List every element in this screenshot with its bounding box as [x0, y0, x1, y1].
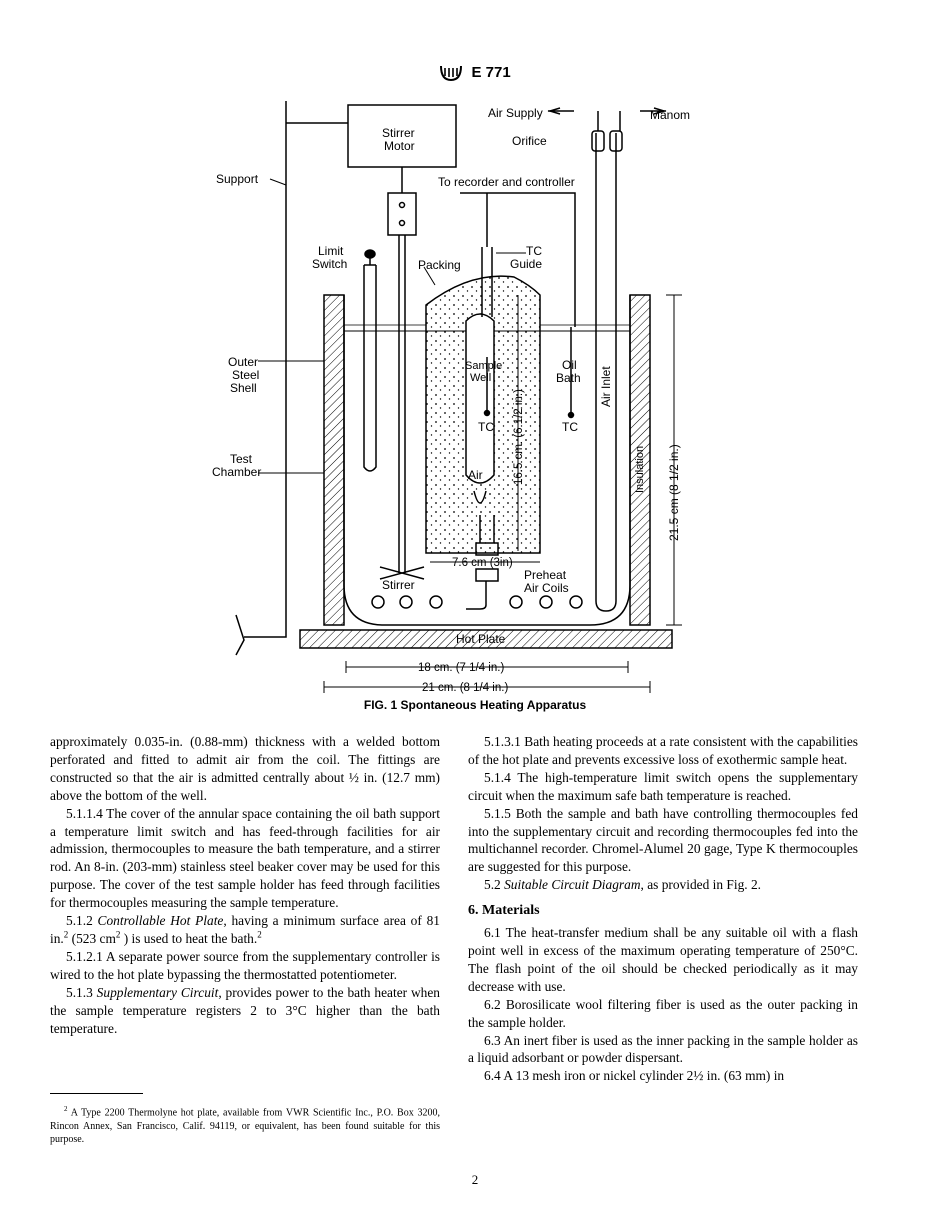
label-dim-76: 7.6 cm (3in) [452, 557, 513, 569]
label-sample-well: Sample [465, 360, 502, 372]
dim-21 [323, 681, 651, 693]
paragraph: 5.1.5 Both the sample and bath have cont… [468, 805, 858, 875]
label-preheat-2: Air Coils [524, 581, 569, 595]
left-column: approximately 0.035-in. (0.88-mm) thickn… [50, 733, 440, 1037]
limit-switch-tube [363, 265, 377, 472]
label-test-chamber-2: Chamber [212, 465, 261, 479]
label-tc-guide-2: Guide [510, 257, 542, 271]
label-dim-215: 21.5 cm (8 1/2 in.) [667, 444, 681, 541]
page-header: E 771 [0, 64, 950, 82]
paragraph: 5.1.2.1 A separate power source from the… [50, 948, 440, 982]
label-air-supply: Air Supply [488, 106, 543, 120]
apparatus-diagram: Air Supply Manom Orifice Stirrer Motor S… [212, 101, 690, 694]
label-packing: Packing [418, 258, 461, 272]
label-hot-plate: Hot Plate [456, 632, 506, 646]
paragraph: 6.1 The heat-transfer medium shall be an… [468, 925, 858, 994]
air-inlet-tube [595, 133, 617, 612]
paragraph: 6.2 Borosilicate wool filtering fiber is… [468, 996, 858, 1030]
label-outer-shell: Outer [228, 355, 258, 369]
standard-designation: E 771 [471, 64, 511, 81]
paragraph: 6.3 An inert fiber is used as the inner … [468, 1032, 858, 1066]
orifice-right [609, 130, 623, 152]
label-limit-switch-2: Switch [312, 257, 347, 271]
paragraph: 5.1.4 The high-temperature limit switch … [468, 769, 858, 803]
paragraph: 5.1.3 Supplementary Circuit, provides po… [50, 984, 440, 1036]
label-sample-well-2: Well [470, 372, 491, 384]
label-test-chamber: Test [230, 452, 253, 466]
orifice-left [591, 130, 605, 152]
preheat-air-coils [371, 595, 583, 609]
stirrer-rod [398, 235, 406, 573]
label-dim-21: 21 cm. (8 1/4 in.) [422, 682, 508, 694]
support-post [244, 101, 287, 638]
right-column: 5.1.3.1 Bath heating proceeds at a rate … [468, 733, 858, 1085]
sample-well [465, 313, 495, 484]
label-manom: Manom [650, 108, 690, 122]
tc-guide [481, 247, 493, 317]
label-dim-18: 18 cm. (7 1/4 in.) [418, 662, 504, 674]
label-tc-sample: TC [478, 420, 494, 434]
footnote: 2 A Type 2200 Thermolyne hot plate, avai… [50, 1105, 440, 1146]
label-orifice: Orifice [512, 134, 547, 148]
paragraph: 5.1.1.4 The cover of the annular space c… [50, 805, 440, 911]
label-tc-bath: TC [562, 420, 578, 434]
dim-18 [345, 661, 629, 673]
label-stirrer-motor: Stirrer [382, 126, 415, 140]
section-heading: 6. Materials [468, 903, 540, 919]
label-preheat: Preheat [524, 568, 567, 582]
paragraph: 5.1.2 Controllable Hot Plate, having a m… [50, 913, 440, 946]
label-stirrer: Stirrer [382, 578, 415, 592]
label-outer-shell-3: Shell [230, 381, 257, 395]
label-oil-bath: Oil [562, 358, 577, 372]
label-oil-bath-2: Bath [556, 371, 581, 385]
stirrer-coupling [387, 192, 417, 236]
footnote-rule [50, 1093, 143, 1094]
label-to-recorder: To recorder and controller [438, 175, 575, 189]
astm-logo-icon [440, 66, 463, 82]
insulation-left [323, 294, 345, 626]
footnote-ref: 2 [257, 929, 262, 940]
label-limit-switch: Limit [318, 244, 344, 258]
figure-caption: FIG. 1 Spontaneous Heating Apparatus [363, 698, 587, 712]
label-support: Support [216, 172, 259, 186]
label-stirrer-motor-2: Motor [384, 139, 415, 153]
label-insulation: Insulation [634, 446, 646, 493]
label-air: Air [468, 468, 483, 482]
stirrer-blade [379, 566, 425, 580]
air-fitting [475, 542, 499, 556]
figure-apparatus-diagram: Air Supply Manom Orifice Stirrer Motor S… [200, 95, 720, 700]
paragraph: approximately 0.035-in. (0.88-mm) thickn… [50, 734, 440, 803]
page-number: 2 [471, 1172, 479, 1187]
label-outer-shell-2: Steel [232, 368, 259, 382]
outer-steel-shell [343, 295, 631, 626]
paragraph: 5.1.3.1 Bath heating proceeds at a rate … [468, 734, 858, 767]
label-dim-165: 16.5 cm. (6 1/2 in.) [513, 389, 525, 485]
hot-plate [299, 629, 673, 649]
label-air-inlet: Air Inlet [599, 366, 613, 407]
paragraph: 6.4 A 13 mesh iron or nickel cylinder 2½… [484, 1068, 785, 1084]
paragraph: 5.2 Suitable Circuit Diagram, as provide… [484, 877, 762, 893]
support-bracket [235, 614, 245, 656]
label-tc-guide: TC [526, 244, 542, 258]
preheat-coil-connector [466, 581, 487, 610]
